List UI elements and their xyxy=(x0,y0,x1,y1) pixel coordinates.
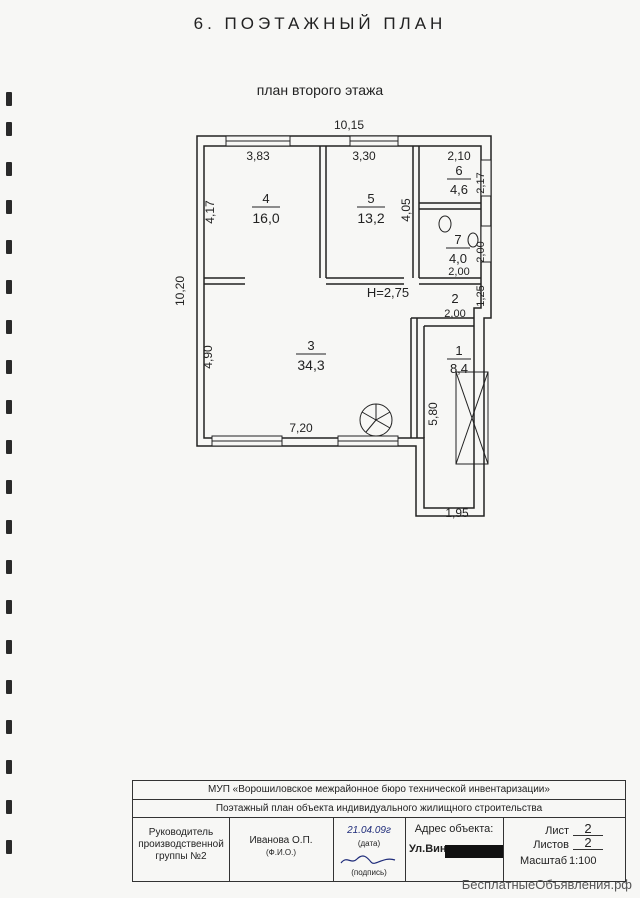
dim-room7-width: 2,00 xyxy=(448,266,469,278)
spiral-stair-step xyxy=(375,411,391,421)
binding-ring xyxy=(6,200,12,214)
signature-scribble xyxy=(340,855,396,864)
binding-ring xyxy=(6,280,12,294)
room-4-number: 4 xyxy=(262,191,269,206)
stamp-scale-label: Масштаб xyxy=(519,855,567,867)
binding-ring xyxy=(6,122,12,136)
dim-hall2-width: 2,00 xyxy=(444,308,465,320)
binding-ring xyxy=(6,520,12,534)
binding-ring xyxy=(6,760,12,774)
binding-ring xyxy=(6,360,12,374)
room-7-area: 4,0 xyxy=(449,251,467,266)
spiral-stair-step xyxy=(361,411,377,421)
binding-ring xyxy=(6,92,12,106)
dim-room5-width: 3,30 xyxy=(352,149,376,163)
page-title: 6. ПОЭТАЖНЫЙ ПЛАН xyxy=(193,14,447,33)
stamp-document-title: Поэтажный план объекта индивидуального ж… xyxy=(215,803,543,814)
room-6-number: 6 xyxy=(455,163,462,178)
stamp-divider xyxy=(133,817,625,818)
dim-room4-depth: 4,17 xyxy=(203,200,217,224)
spiral-stair xyxy=(359,403,393,437)
stamp-date-caption: (дата) xyxy=(357,839,381,848)
room-4-area: 16,0 xyxy=(252,210,279,226)
binding-ring xyxy=(6,720,12,734)
dim-room3-depth: 4,90 xyxy=(201,345,215,369)
binding-ring xyxy=(6,400,12,414)
binding-ring xyxy=(6,680,12,694)
room-1-number: 1 xyxy=(455,343,462,358)
dim-room1-depth: 5,80 xyxy=(426,402,440,426)
stamp-scale-value: 1:100 xyxy=(569,855,597,867)
window xyxy=(480,159,492,197)
binding-ring xyxy=(6,480,12,494)
binding-ring xyxy=(6,560,12,574)
stair-shaft xyxy=(455,371,489,465)
title-block: МУП «Ворошиловское межрайонное бюро техн… xyxy=(132,780,626,882)
stamp-sheet-value: 2 xyxy=(573,822,603,836)
dim-room5-depth: 4,05 xyxy=(399,198,413,222)
dim-room1-width: 1,95 xyxy=(445,506,469,520)
windows xyxy=(211,135,492,447)
stamp-name-caption: (Ф.И.О.) xyxy=(265,848,297,857)
binding-ring xyxy=(6,320,12,334)
dim-hall2-depth: 1,25 xyxy=(475,285,487,306)
room-3-number: 3 xyxy=(307,338,314,353)
binding-ring xyxy=(6,840,12,854)
room-5-area: 13,2 xyxy=(357,210,384,226)
spiral-stair-step xyxy=(375,419,391,429)
dim-room6-depth: 2,17 xyxy=(475,172,487,193)
stamp-address-label: Адрес объекта: xyxy=(414,823,494,835)
toilet xyxy=(467,232,479,248)
binding-ring xyxy=(6,800,12,814)
washbasin xyxy=(438,215,452,233)
room-3-area: 34,3 xyxy=(297,357,324,373)
watermark: БесплатныеОбъявления.рф xyxy=(461,877,632,892)
binding-ring xyxy=(6,440,12,454)
stamp-divider xyxy=(333,817,334,881)
window xyxy=(480,225,492,263)
stairwell xyxy=(455,371,489,465)
dim-room4-width: 3,83 xyxy=(246,149,270,163)
stair-cross xyxy=(455,371,489,465)
ceiling-height: H=2,75 xyxy=(367,285,409,300)
stamp-date-value: 21.04.09г xyxy=(347,825,391,836)
room-5-number: 5 xyxy=(367,191,374,206)
binding-ring xyxy=(6,240,12,254)
dim-room6-width: 2,10 xyxy=(447,149,471,163)
room-6-area: 4,6 xyxy=(450,182,468,197)
spiral-stair-step xyxy=(365,419,377,433)
room-7-number: 7 xyxy=(454,232,461,247)
inner-wall xyxy=(203,145,482,509)
room-1-area: 8,4 xyxy=(450,361,468,376)
stamp-person-name: Иванова О.П. xyxy=(249,835,313,846)
dim-overall-height: 10,20 xyxy=(173,276,187,306)
bathroom-fixtures xyxy=(438,215,479,248)
plan-subtitle: план второго этажа xyxy=(256,82,384,98)
redaction-block xyxy=(445,845,503,858)
stamp-position-title: Руководитель производственной группы №2 xyxy=(138,827,224,862)
stamp-divider xyxy=(503,817,504,881)
stamp-organization: МУП «Ворошиловское межрайонное бюро техн… xyxy=(208,784,550,795)
binding-ring xyxy=(6,600,12,614)
stamp-divider xyxy=(133,799,625,800)
stamp-sheets-label: Листов xyxy=(533,839,569,851)
floor-plan: 10,15 10,20 3,83 3,30 2,10 2,17 4,17 4,0… xyxy=(173,118,492,520)
stamp-divider xyxy=(405,817,406,881)
dim-overall-width: 10,15 xyxy=(334,118,364,132)
stamp-divider xyxy=(229,817,230,881)
walls xyxy=(196,135,492,517)
binding-ring xyxy=(6,162,12,176)
stamp-sheets-value: 2 xyxy=(573,836,603,850)
binding-ring xyxy=(6,640,12,654)
dim-room7-depth: 2,00 xyxy=(475,241,487,262)
stamp-signature-caption: (подпись) xyxy=(351,868,387,877)
dim-room3-width: 7,20 xyxy=(289,421,313,435)
room-2-number: 2 xyxy=(451,291,458,306)
stamp-sheet-label: Лист xyxy=(545,825,569,837)
